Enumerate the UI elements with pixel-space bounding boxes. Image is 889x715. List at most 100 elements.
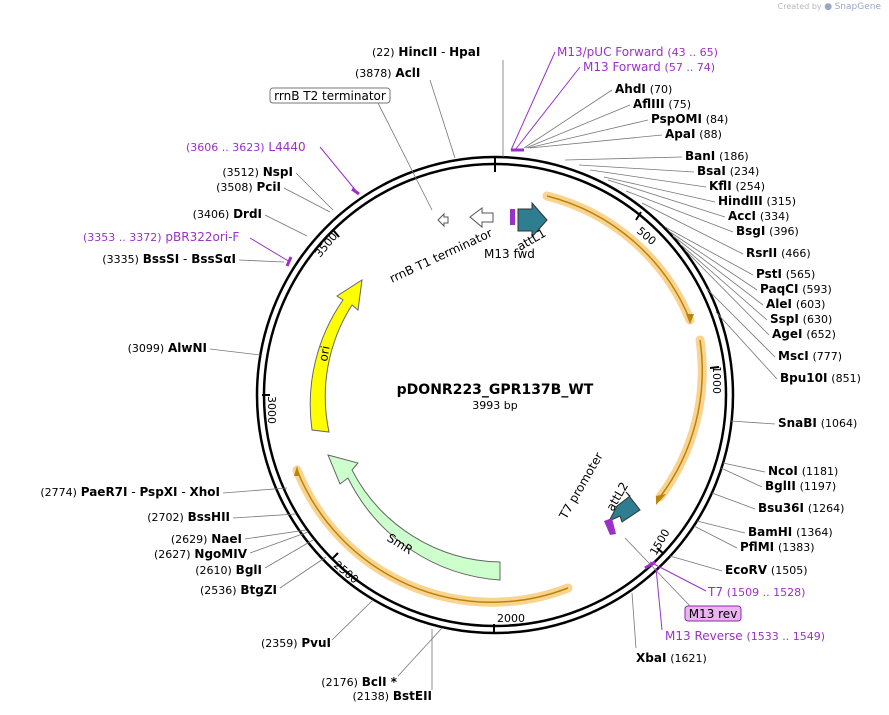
- leader-line: [523, 89, 613, 149]
- enzyme-label: (2176) BclI *: [321, 675, 397, 689]
- enzyme-name: MscI: [778, 349, 809, 363]
- enzyme-site-pspomi: PspOMI (84): [651, 112, 728, 126]
- enzyme-site-snabi: SnaBI (1064): [778, 416, 857, 430]
- enzyme-label: XbaI (1621): [636, 651, 707, 665]
- leader-line: [222, 487, 288, 494]
- enzyme-name: BssHII: [188, 510, 230, 524]
- T7-promoter-label: T7 promoter: [556, 450, 606, 522]
- enzyme-label: (2610) BglI: [195, 563, 262, 577]
- enzyme-site-bsteii: (2138) BstEII: [352, 689, 432, 703]
- enzyme-position: (88): [699, 128, 722, 141]
- enzyme-label: BsaI (234): [697, 164, 759, 178]
- enzyme-position: (3878): [355, 67, 392, 80]
- enzyme-label: PaqCI (593): [760, 282, 832, 296]
- primer-name: pBR322ori-F: [165, 230, 239, 244]
- enzyme-site-acci: AccI (334): [728, 209, 789, 223]
- enzyme-name: PspOMI: [651, 112, 702, 126]
- enzyme-label: (3508) PciI: [216, 180, 281, 194]
- leader-line: [527, 119, 649, 149]
- primer-leader-line: [649, 561, 707, 592]
- primer-name: L4440: [268, 140, 305, 154]
- leader-line: [669, 555, 723, 572]
- enzyme-position: (2702): [147, 511, 184, 524]
- primer-range: (3606 .. 3623): [186, 141, 265, 154]
- enzyme-name: HincII: [398, 45, 437, 59]
- enzyme-position: (3335): [102, 253, 139, 266]
- enzyme-site-bsssi: (3335) BssSI - BssSαI: [102, 252, 236, 266]
- enzyme-name: BsaI: [697, 164, 726, 178]
- orf-upper: [542, 191, 707, 505]
- primer-marker: [644, 560, 656, 570]
- tick-marks: [262, 157, 720, 633]
- leader-line: [249, 531, 309, 554]
- enzyme-site-bpu10i: Bpu10I (851): [780, 371, 861, 385]
- enzyme-site-acli: (3878) AclI: [355, 66, 420, 80]
- primer-marker: [285, 256, 293, 267]
- enzyme-site-psti: PstI (565): [756, 267, 815, 281]
- enzyme-site-sspi: SspI (630): [770, 312, 832, 326]
- rrnB-T1-label: rrnB T1 terminator: [387, 226, 494, 286]
- enzyme-name: Bpu10I: [780, 371, 827, 385]
- leader-line: [679, 243, 768, 321]
- enzyme-partner-name: PspXI: [139, 485, 177, 499]
- enzyme-label: BsgI (396): [736, 224, 799, 238]
- enzyme-site-bsgi: BsgI (396): [736, 224, 799, 238]
- enzyme-site-paqci: PaqCI (593): [760, 282, 832, 296]
- enzyme-site-bsai: BsaI (234): [697, 164, 759, 178]
- primer-leader-line: [249, 237, 291, 263]
- rrnB-T1-feature: rrnB T1 terminator: [387, 207, 495, 286]
- leader-line: [564, 156, 683, 161]
- leader-line: [625, 190, 734, 233]
- snapgene-logo-icon: ●: [824, 2, 833, 12]
- enzyme-label: NcoI (1181): [768, 464, 838, 478]
- leader-line: [429, 79, 456, 159]
- enzyme-label: (2627) NgoMIV: [154, 547, 248, 561]
- primer-m13-forward: M13 Forward (57 .. 74): [583, 60, 715, 74]
- leader-line: [283, 187, 331, 213]
- enzyme-position: (603): [796, 298, 826, 311]
- enzyme-label: KflI (254): [709, 179, 765, 193]
- enzyme-site-alei: AleI (603): [766, 297, 825, 311]
- primer-name: M13 Reverse: [665, 629, 743, 643]
- enzyme-position: (1505): [771, 564, 808, 577]
- enzyme-position: (630): [803, 313, 833, 326]
- enzyme-partner-name: BssSαI: [191, 252, 236, 266]
- enzyme-site-naei: (2629) NaeI: [171, 532, 242, 546]
- enzyme-label: (3099) AlwNI: [128, 341, 207, 355]
- primer-l4440: (3606 .. 3623) L4440: [186, 140, 306, 154]
- enzyme-partner-name: XhoI: [189, 485, 220, 499]
- enzyme-name: BsgI: [736, 224, 765, 238]
- leader-lines: [209, 60, 778, 690]
- leader-line: [264, 539, 314, 569]
- enzyme-label: AflIII (75): [633, 97, 691, 111]
- leader-line: [624, 537, 691, 607]
- enzyme-name: XbaI: [636, 651, 666, 665]
- enzyme-position: (851): [831, 372, 861, 385]
- enzyme-site-hindiii: HindIII (315): [718, 194, 796, 208]
- enzyme-site-bsu36i: Bsu36I (1264): [758, 501, 844, 515]
- enzyme-site-pcii: (3508) PciI: [216, 180, 281, 194]
- leader-line: [264, 214, 308, 237]
- enzyme-site-bamhi: BamHI (1364): [748, 525, 833, 539]
- leader-line: [295, 172, 334, 211]
- enzyme-name: DrdI: [233, 207, 262, 221]
- enzyme-name: ApaI: [665, 127, 695, 141]
- enzyme-site-pvui: (2359) PvuI: [261, 636, 331, 650]
- leader-line: [706, 288, 776, 358]
- primer-label: M13 Reverse (1533 .. 1549): [665, 629, 825, 643]
- enzyme-site-kfli: KflI (254): [709, 179, 765, 193]
- enzyme-label: (2536) BtgZI: [200, 583, 277, 597]
- enzyme-label: SspI (630): [770, 312, 832, 326]
- enzyme-label: (2138) BstEII: [352, 689, 432, 703]
- primer-name: M13/pUC Forward: [557, 45, 664, 59]
- enzyme-label: (2359) PvuI: [261, 636, 331, 650]
- enzyme-name: BssSI: [143, 252, 180, 266]
- leader-line: [607, 179, 726, 218]
- enzyme-position: (2629): [171, 533, 208, 546]
- enzyme-name: SspI: [770, 312, 799, 326]
- m13-rev-label: M13 rev: [689, 607, 738, 621]
- enzyme-site-ncoi: NcoI (1181): [768, 464, 838, 478]
- enzyme-position: (2359): [261, 637, 298, 650]
- primer-label: T7 (1509 .. 1528): [707, 585, 805, 599]
- primer-leader-line: [319, 146, 358, 193]
